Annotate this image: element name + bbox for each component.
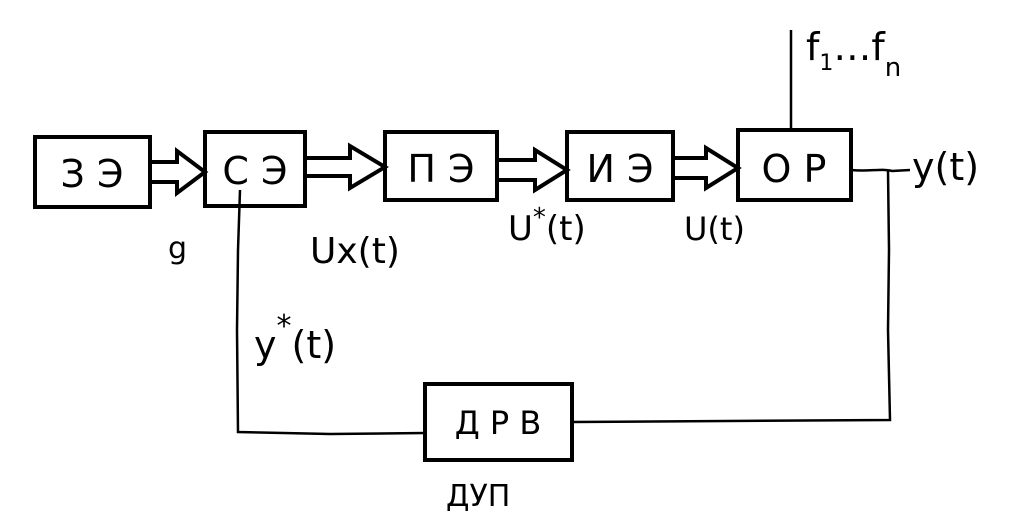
signal-g: g bbox=[168, 231, 187, 266]
signal-u-star-arg: (t) bbox=[546, 209, 586, 249]
signal-ux: Ux(t) bbox=[310, 231, 400, 272]
signal-f-start: f bbox=[806, 25, 821, 69]
block-or-label: О Р bbox=[762, 147, 827, 191]
arrow-se-pe bbox=[303, 142, 389, 192]
signal-y-star: y*(t) bbox=[254, 309, 336, 367]
output-line bbox=[850, 168, 911, 173]
signal-y-star-arg: (t) bbox=[292, 323, 337, 367]
block-pe-label: П Э bbox=[407, 147, 474, 191]
feedback-line-right bbox=[571, 170, 892, 424]
signal-y: y(t) bbox=[912, 145, 979, 189]
signal-u-star-sup: * bbox=[533, 203, 546, 233]
signal-u-star-base: U bbox=[508, 209, 533, 249]
block-ie-label: И Э bbox=[586, 147, 653, 191]
arrow-pe-ie bbox=[495, 146, 571, 194]
caption-dup: ДУП bbox=[446, 479, 510, 514]
feedback-line-left bbox=[235, 189, 426, 436]
arrow-ie-or bbox=[671, 144, 742, 192]
signal-u-star: U*(t) bbox=[508, 203, 586, 249]
signal-f-range: f1…fn bbox=[806, 25, 901, 83]
signal-y-star-sup: * bbox=[277, 309, 292, 344]
signal-u: U(t) bbox=[684, 210, 745, 248]
block-ze-label: З Э bbox=[61, 152, 124, 196]
signal-f-start-sub: 1 bbox=[819, 51, 833, 76]
signal-f-end-sub: n bbox=[885, 53, 901, 83]
block-or bbox=[736, 128, 853, 202]
block-drv-label: Д Р В bbox=[455, 404, 542, 442]
signal-y-star-base: y bbox=[254, 323, 277, 367]
arrow-ze-se bbox=[148, 147, 209, 197]
block-se-label: С Э bbox=[222, 149, 287, 193]
signal-f-dots: … bbox=[833, 25, 871, 69]
signal-f-end: f bbox=[871, 25, 886, 69]
